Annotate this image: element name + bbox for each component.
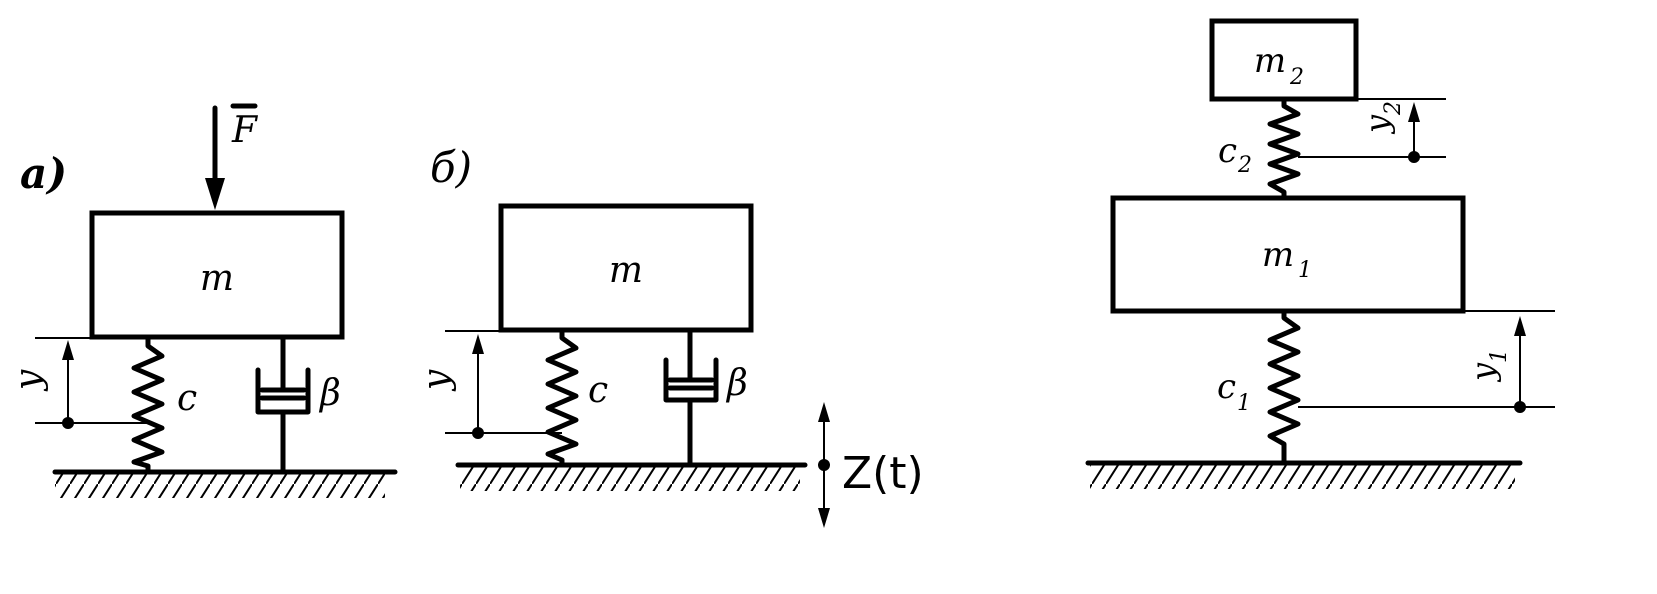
spring-label-b: c: [588, 370, 608, 411]
disp-bottom-sub: 1: [1487, 349, 1512, 363]
panel-tag-b: б): [430, 143, 472, 192]
panel-a: m F c β y a): [8, 103, 398, 498]
panel-tag-a: a): [20, 149, 67, 198]
mass-bottom-sub: 1: [1298, 258, 1312, 283]
disp-label-a: y: [8, 369, 49, 392]
disp-bottom-label: y: [1464, 362, 1502, 383]
force-label: F: [231, 110, 259, 151]
mass-block-top: [1209, 18, 1359, 102]
panel-c: m 2 c 2 m 1 c 1 y 2 y 1: [1085, 18, 1555, 489]
excitation-label: Z(t): [842, 448, 924, 499]
spring-top: [1267, 96, 1301, 201]
disp-arrow-head-bottom: [1514, 316, 1526, 336]
damper-label-b: β: [725, 363, 748, 404]
excitation-arrow-down: [818, 508, 830, 528]
ground-hatch-b: [460, 467, 800, 491]
force-arrow-head: [205, 178, 225, 210]
panel-b: m c β y Z(t) б): [416, 143, 924, 528]
mass-block-b: [498, 203, 754, 333]
mass-block-bottom: [1110, 195, 1466, 314]
spring-bottom-label: c: [1217, 367, 1236, 407]
spring-b: [545, 327, 579, 468]
disp-arrow-head-top: [1408, 102, 1420, 122]
spring-bottom: [1267, 308, 1301, 466]
disp-top-label: y: [1358, 114, 1396, 135]
mass-label-b: m: [609, 250, 643, 291]
mass-bottom-label: m: [1262, 235, 1294, 275]
ground-hatch-a: [55, 474, 385, 498]
mass-label-a: m: [200, 258, 234, 299]
damper-label-a: β: [318, 373, 341, 414]
disp-arrow-head-b: [472, 334, 484, 354]
disp-label-b: y: [416, 369, 457, 392]
ground-hatch-c: [1090, 465, 1515, 489]
excitation-point: [818, 459, 830, 471]
mass-top-sub: 2: [1289, 65, 1304, 90]
spring-a: [131, 334, 165, 475]
disp-arrow-head-a: [62, 340, 74, 360]
spring-top-sub: 2: [1237, 153, 1252, 178]
spring-bottom-sub: 1: [1237, 391, 1251, 416]
mass-top-label: m: [1254, 41, 1286, 81]
spring-label-a: c: [177, 378, 197, 419]
spring-top-label: c: [1218, 131, 1237, 171]
excitation-arrow-up: [818, 402, 830, 422]
disp-top-sub: 2: [1381, 101, 1406, 116]
mass-block-a: [89, 210, 345, 340]
